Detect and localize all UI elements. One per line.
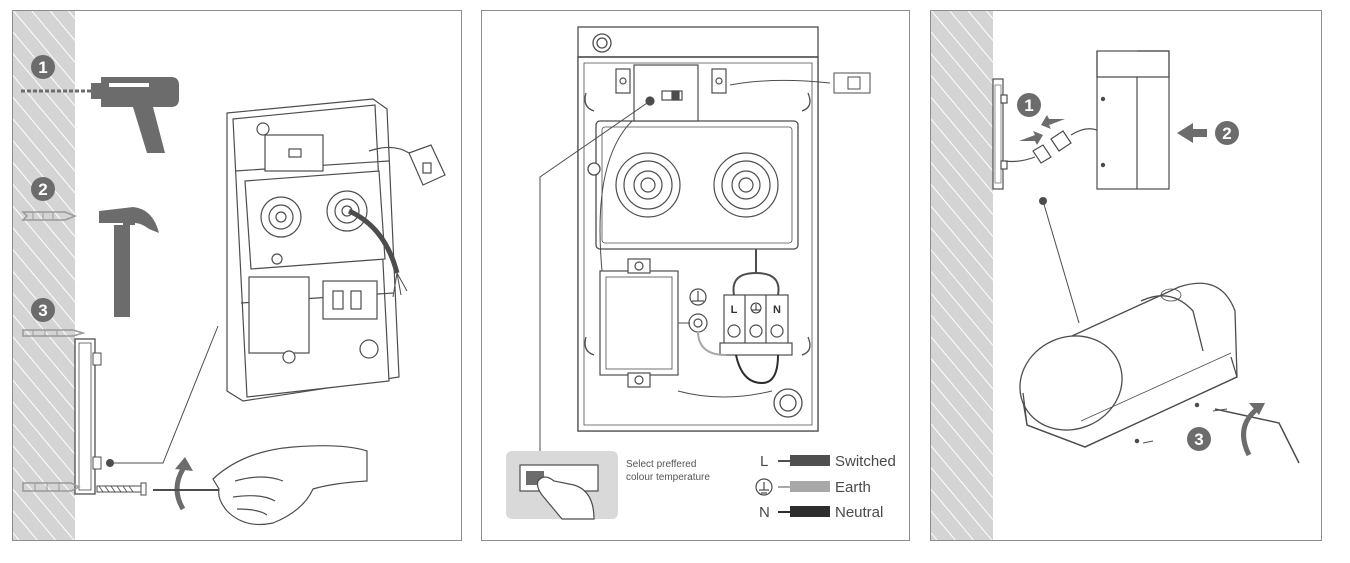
- step-1-badge: 1: [31, 55, 55, 79]
- step-3-number: 3: [1194, 430, 1203, 449]
- caption-line-1: Select preffered: [626, 459, 696, 470]
- earth-terminal: [688, 288, 708, 333]
- lamp-body: [1019, 282, 1238, 448]
- screw-bottom-icon: [96, 482, 147, 496]
- step-1-number: 1: [38, 58, 47, 77]
- terminal-block: [719, 294, 793, 356]
- driver-wire: [599, 120, 633, 272]
- callout-line: [539, 100, 651, 457]
- screw-top-icon: [22, 329, 86, 337]
- step-3-number: 3: [38, 301, 47, 320]
- legend-label-neutral: Neutral: [835, 504, 883, 521]
- drill-icon: [21, 77, 179, 153]
- rotate-arrow-icon: [174, 457, 193, 511]
- legend-label-switched: Switched: [835, 453, 896, 470]
- callout-line: [1039, 197, 1080, 324]
- legend-symbol-l: L: [760, 453, 768, 470]
- wall-plug-icon: [21, 211, 78, 221]
- cct-switch: [615, 64, 727, 122]
- fitting-illustration: 1 2: [931, 11, 1300, 540]
- lower-wire: [677, 390, 773, 398]
- switch-callout: [506, 451, 618, 520]
- step-2-badge: 2: [31, 177, 55, 201]
- hammer-icon: [99, 207, 159, 317]
- step-1-number: 1: [1024, 96, 1033, 115]
- wiring-illustration: L N Select pr: [506, 26, 896, 521]
- mounting-illustration: 1 2: [13, 11, 446, 540]
- lamp-end-view: [1096, 50, 1170, 190]
- legend-label-earth: Earth: [835, 479, 871, 496]
- allen-key-icon: [1214, 408, 1300, 464]
- step-3-badge: 3: [31, 298, 55, 322]
- terminal-earth-icon: [750, 302, 762, 314]
- switch-connector: [729, 72, 871, 94]
- tighten-arrow-icon: [1241, 403, 1265, 457]
- wall: [931, 11, 993, 540]
- panel-fitting: 1 2: [930, 10, 1322, 541]
- hand-screwdriver-icon: [153, 445, 368, 526]
- led-lens-right: [713, 152, 779, 218]
- callout-line: [106, 325, 219, 467]
- terminal-label-n: N: [773, 304, 781, 316]
- finger-icon: [536, 476, 595, 520]
- led-lens-left: [615, 152, 681, 218]
- legend-symbol-n: N: [759, 504, 770, 521]
- wall-plug-bottom-icon: [22, 482, 81, 492]
- step-2-badge: 2: [1215, 121, 1239, 145]
- step-2-number: 2: [38, 180, 47, 199]
- step-3-badge: 3: [1187, 427, 1211, 451]
- cable: [347, 208, 408, 298]
- push-arrow-icon: [1177, 123, 1207, 143]
- caption-line-2: colour temperature: [626, 472, 710, 483]
- panel-mounting: 1 2: [12, 10, 462, 541]
- wire-legend: L Switched Earth N Neutral: [755, 453, 896, 521]
- wire-connector: [1004, 128, 1100, 164]
- bracket-front-view: [226, 98, 400, 402]
- panel-wiring: L N Select pr: [481, 10, 910, 541]
- temperature-switch-module: [368, 144, 446, 186]
- terminal-label-l: L: [731, 304, 738, 316]
- connect-arrows-icon: [1019, 115, 1065, 145]
- wall: [13, 11, 75, 540]
- step-2-number: 2: [1222, 124, 1231, 143]
- earth-symbol-icon: [755, 478, 773, 496]
- internal-wires: [678, 249, 780, 385]
- mounted-bracket: [992, 78, 1008, 190]
- led-driver: [599, 258, 679, 388]
- step-1-badge: 1: [1017, 93, 1041, 117]
- mounted-bracket-side: [74, 338, 102, 495]
